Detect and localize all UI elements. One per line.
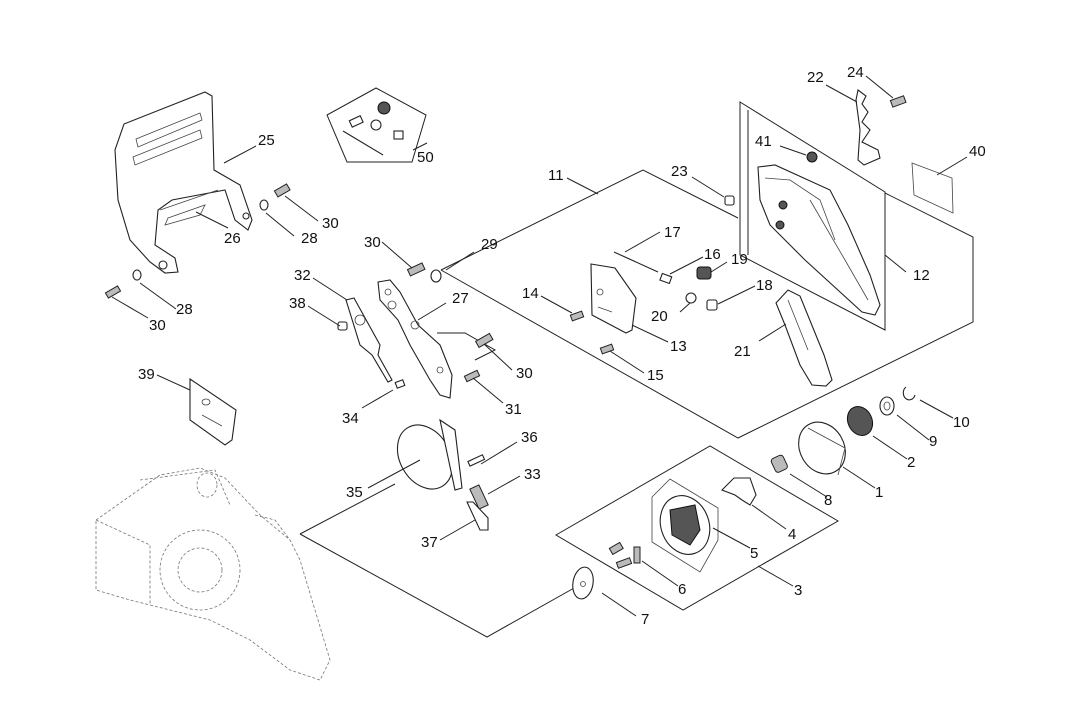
group-frame-12	[739, 101, 886, 331]
label-part	[164, 204, 206, 226]
callout-28: 28	[301, 230, 318, 247]
callout-50: 50	[417, 149, 434, 166]
callout-17: 17	[664, 224, 681, 241]
callout-labels: 25 26 30 28 50 28 30 30 29 32 38 27 30 3…	[138, 64, 986, 628]
callout-27: 27	[452, 290, 469, 307]
callout-24: 24	[847, 64, 864, 81]
brake-band-part	[396, 418, 463, 491]
callout-20: 20	[651, 308, 668, 325]
nut-23-part	[724, 195, 735, 206]
crankcase-part	[95, 467, 331, 681]
clutch-assembly-parts	[572, 477, 757, 600]
callout-10: 10	[953, 414, 970, 431]
callout-19: 19	[731, 251, 748, 268]
callout-30: 30	[149, 317, 166, 334]
callout-37: 37	[421, 534, 438, 551]
callout-35: 35	[346, 484, 363, 501]
clutch-drum-parts	[770, 386, 916, 476]
bumper-spike-part	[855, 89, 907, 166]
callout-9: 9	[929, 433, 937, 450]
brake-spring-parts	[466, 454, 489, 531]
callout-32: 32	[294, 267, 311, 284]
nut-assembly-part	[806, 151, 818, 163]
callout-5: 5	[750, 545, 758, 562]
brake-link-part	[337, 297, 406, 389]
chain-catcher-part	[775, 289, 833, 387]
callout-39: 39	[138, 366, 155, 383]
callout-25: 25	[258, 132, 275, 149]
plate-part	[189, 377, 237, 446]
callout-21: 21	[734, 343, 751, 360]
callout-34: 34	[342, 410, 359, 427]
group-frames	[299, 87, 974, 638]
callout-33: 33	[524, 466, 541, 483]
callout-14: 14	[522, 285, 539, 302]
callout-8: 8	[824, 492, 832, 509]
callout-7: 7	[641, 611, 649, 628]
brake-lever-part	[377, 279, 453, 399]
callout-15: 15	[647, 367, 664, 384]
guide-plate-parts	[569, 263, 637, 355]
callout-2: 2	[907, 454, 915, 471]
group-frame-11	[440, 169, 739, 271]
callout-30: 30	[364, 234, 381, 251]
callout-11: 11	[548, 167, 564, 184]
callout-3: 3	[794, 582, 802, 599]
label-40-part	[911, 162, 954, 214]
callout-22: 22	[807, 69, 824, 86]
lever-screws	[463, 332, 494, 383]
callout-36: 36	[521, 429, 538, 446]
callout-16: 16	[704, 246, 721, 263]
sprocket-cover-part	[757, 164, 881, 316]
leader-lines	[111, 75, 968, 617]
callout-31: 31	[505, 401, 522, 418]
callout-30: 30	[516, 365, 533, 382]
adjuster-kit-part	[342, 101, 404, 156]
callout-26: 26	[224, 230, 241, 247]
callout-12: 12	[913, 267, 930, 284]
small-hardware-left	[104, 183, 291, 299]
spring-part	[406, 262, 442, 283]
callout-1: 1	[875, 484, 883, 501]
callout-23: 23	[671, 163, 688, 180]
callout-18: 18	[756, 277, 773, 294]
callout-13: 13	[670, 338, 687, 355]
callout-38: 38	[289, 295, 306, 312]
group-frame-50	[326, 87, 427, 163]
group-frame-11-lower	[440, 192, 974, 439]
callout-4: 4	[788, 526, 796, 543]
callout-28: 28	[176, 301, 193, 318]
callout-6: 6	[678, 581, 686, 598]
hand-guard-part	[114, 91, 253, 274]
group-frame-3	[555, 445, 839, 611]
callout-30: 30	[322, 215, 339, 232]
brake-band-axis	[299, 483, 396, 535]
callout-29: 29	[481, 236, 498, 253]
callout-41: 41	[755, 133, 772, 150]
group-frame-crankcase-link	[299, 533, 584, 638]
parts	[95, 89, 954, 681]
callout-40: 40	[969, 143, 986, 160]
adjuster-parts	[613, 251, 718, 311]
